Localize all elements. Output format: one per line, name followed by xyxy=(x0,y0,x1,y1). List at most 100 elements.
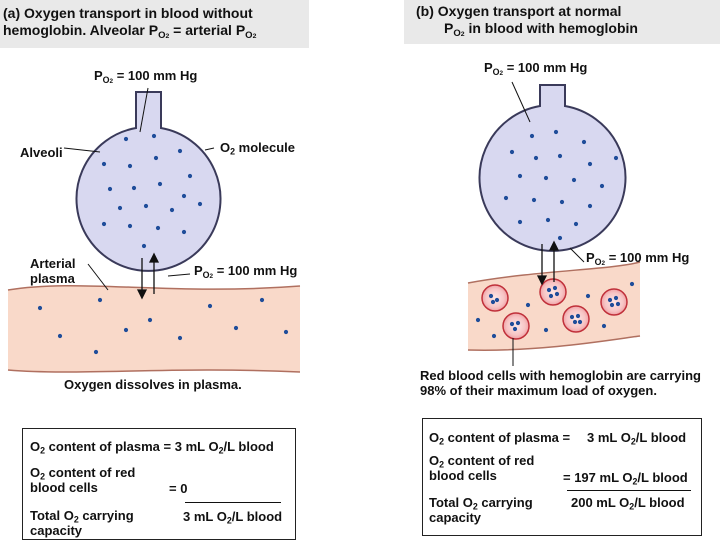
plasma-content-text: content of plasma = 3 mL O xyxy=(48,439,219,454)
oxygen-molecule-dot xyxy=(517,219,523,225)
oxygen-molecule-dot xyxy=(531,197,537,203)
total-value-text: 200 mL O xyxy=(571,495,630,510)
panel-a-caption: Oxygen dissolves in plasma. xyxy=(64,377,242,392)
oxygen-molecule-dot xyxy=(543,175,549,181)
total-capacity-text: capacity xyxy=(429,510,482,525)
oxygen-molecule-dot xyxy=(157,181,163,187)
o2-subscript-digit: 2 xyxy=(632,476,638,487)
oxygen-molecule-dot xyxy=(123,136,129,142)
oxygen-molecule-dot xyxy=(543,327,549,333)
p-symbol: P xyxy=(444,20,454,36)
p-symbol: P xyxy=(94,68,103,83)
po2-arterial-label-b: PO2 = 100 mm Hg xyxy=(586,250,690,267)
oxygen-molecule-dot xyxy=(101,161,107,167)
oxygen-molecule-dot xyxy=(127,223,133,229)
oxygen-molecule-dot xyxy=(517,173,523,179)
oxygen-molecule-dot xyxy=(554,291,560,297)
o2-subscript-digit: 2 xyxy=(40,445,46,456)
oxygen-content-table-b: O2 content of plasma = 3 mL O2/L blood O… xyxy=(422,418,702,536)
oxygen-molecule-dot xyxy=(559,199,565,205)
oxygen-molecule-dot xyxy=(169,207,175,213)
panel-a-title-line1: Oxygen transport in blood without xyxy=(24,5,253,21)
rbc-content-line1: content of red xyxy=(447,453,535,468)
table-a-sum-rule xyxy=(185,502,281,503)
table-a-rbc-value: = 0 xyxy=(169,481,188,496)
o2-subscript-digit: 2 xyxy=(209,272,214,280)
o2-symbol: O xyxy=(429,430,440,445)
oxygen-molecule-dot xyxy=(259,297,265,303)
oxygen-molecule-dot xyxy=(557,235,563,241)
po2-arterial-label-a: PO2 = 100 mm Hg xyxy=(194,263,298,280)
panel-b-tag: (b) xyxy=(416,3,434,19)
oxygen-molecule-dot xyxy=(155,225,161,231)
oxygen-molecules xyxy=(37,129,635,355)
oxygen-molecule-dot xyxy=(143,203,149,209)
oxygen-molecule-dot xyxy=(503,195,509,201)
oxygen-molecule-dot xyxy=(177,335,183,341)
o2-subscript-digit: 2 xyxy=(230,146,236,157)
rbc-content-line1: content of red xyxy=(48,465,136,480)
oxygen-molecule-dot xyxy=(93,349,99,355)
table-a-total-label: Total O2 carrying capacity xyxy=(30,508,134,538)
oxygen-molecule-dot xyxy=(127,163,133,169)
o2-subscript-digit: 2 xyxy=(601,259,606,267)
oxygen-molecule-dot xyxy=(512,326,518,332)
po2-value: = 100 mm Hg xyxy=(216,263,298,278)
o2-symbol: O xyxy=(220,140,231,155)
oxygen-molecule-dot xyxy=(207,303,213,309)
o2-subscript-digit: 2 xyxy=(165,32,170,40)
panel-a-tag: (a) xyxy=(3,5,21,21)
total-value-text: 3 mL O xyxy=(183,509,227,524)
table-b-rbc-value: = 197 mL O2/L blood xyxy=(563,470,688,487)
table-a-rbc-label: O2 content of red blood cells xyxy=(30,465,135,495)
po2-alveolar-label-a: PO2 = 100 mm Hg xyxy=(94,68,198,84)
oxygen-molecule-dot xyxy=(545,217,551,223)
oxygen-molecule-dot xyxy=(181,193,187,199)
oxygen-molecule-dot xyxy=(123,327,129,333)
panel-a-title-line2-pre: hemoglobin. Alveolar P xyxy=(3,22,159,38)
panel-a-title-line2-mid: = arterial P xyxy=(169,22,246,38)
table-b-rbc-label: O2 content of red blood cells xyxy=(429,453,534,483)
o2-subscript: O xyxy=(594,256,602,267)
plasma-lower-edge-a xyxy=(7,369,301,373)
p-symbol: P xyxy=(194,263,203,278)
oxygen-molecule-dot xyxy=(557,153,563,159)
oxygen-molecule-dot xyxy=(575,313,581,319)
rbc-value-text: = 197 mL O xyxy=(563,470,633,485)
plasma-upper-edge-a xyxy=(7,284,301,291)
table-b-plasma-value: 3 mL O2/L blood xyxy=(587,430,686,446)
po2-value: = 100 mm Hg xyxy=(608,250,690,265)
red-blood-cell xyxy=(600,288,628,316)
oxygen-molecule-dot xyxy=(553,129,559,135)
red-blood-cell xyxy=(481,284,509,312)
oxygen-molecule-dot xyxy=(117,205,123,211)
table-b-sum-rule xyxy=(567,490,691,491)
red-blood-cell xyxy=(539,278,567,306)
oxygen-molecule-dot xyxy=(37,305,43,311)
panel-b-title-line2: in blood with hemoglobin xyxy=(464,20,638,36)
oxygen-molecule-dot xyxy=(546,287,552,293)
rbc-value-unit: /L blood xyxy=(637,470,688,485)
o2-subscript-digit: 2 xyxy=(40,471,46,482)
oxygen-molecule-dot xyxy=(177,148,183,154)
arterial-plasma-line1: Arterial xyxy=(30,256,76,271)
o2-subscript: O xyxy=(202,269,210,280)
p-symbol: P xyxy=(586,250,595,265)
total-capacity-text: capacity xyxy=(30,523,83,538)
oxygen-molecule-dot xyxy=(153,155,159,161)
table-a-plasma-row: O2 content of plasma = 3 mL O2/L blood xyxy=(30,439,274,456)
oxygen-molecule-dot xyxy=(613,295,619,301)
oxygen-molecule-dot xyxy=(599,183,605,189)
plasma-content-unit: /L blood xyxy=(223,439,274,454)
o2-subscript-digit: 2 xyxy=(629,501,635,512)
oxygen-molecule-dot xyxy=(107,186,113,192)
o2-subscript-digit: 2 xyxy=(439,459,445,470)
oxygen-molecule-dot xyxy=(187,173,193,179)
po2-value: = 100 mm Hg xyxy=(116,68,198,83)
oxygen-molecule-dot xyxy=(573,221,579,227)
oxygen-molecule-dot xyxy=(283,329,289,335)
total-value-unit: /L blood xyxy=(231,509,283,524)
oxygen-molecule-dot xyxy=(475,317,481,323)
alveolus-a xyxy=(75,91,222,272)
